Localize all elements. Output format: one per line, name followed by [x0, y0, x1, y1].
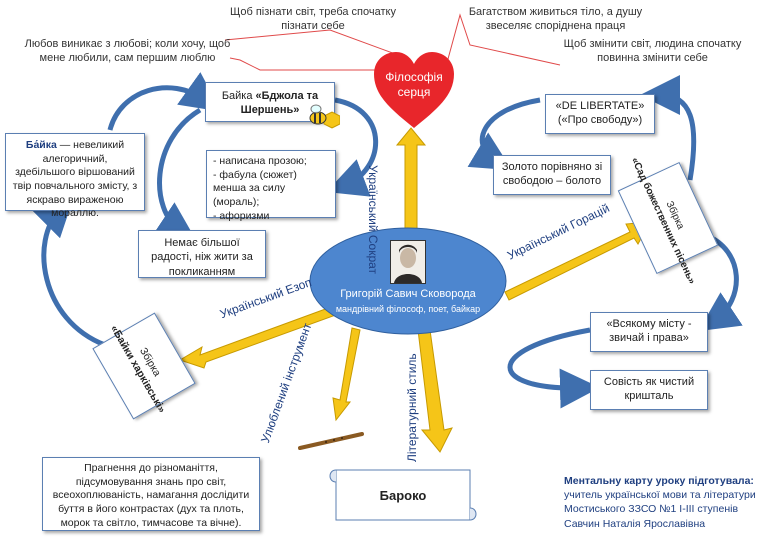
fable-title: «Бджола та Шершень»: [240, 90, 319, 117]
quote-change-world: Щоб змінити світ, людина спочатку повинн…: [563, 38, 742, 64]
conscience-box: Совість як чистий кришталь: [590, 370, 708, 410]
author-credit: Ментальну карту уроку підготувала: учите…: [564, 474, 764, 531]
author-line-1: учитель української мови та літератури: [564, 489, 756, 502]
center-subtitle: мандрівний філософ, поет, байкар: [335, 304, 481, 314]
center-node: Григорій Савич Сковорода мандрівний філо…: [308, 226, 508, 336]
arrow-to-baroque: [417, 329, 453, 453]
libertate-box: «DE LIBERTATE» («Про свободу»): [545, 94, 655, 134]
libertate-subtitle: («Про свободу»): [557, 114, 643, 127]
baroque-description-box: Прагнення до різноманіття, підсумовуванн…: [42, 457, 260, 531]
curve-libertate-to-gold: [467, 97, 541, 171]
label-literary-style: Літературний стиль: [405, 353, 419, 462]
fable-feature-3: - афоризми: [213, 209, 270, 222]
baroque-banner: Бароко: [328, 460, 478, 532]
heart-title: Філософія серця: [385, 70, 443, 99]
heart-shape: Філософія серця: [372, 48, 456, 132]
quote-know-yourself: Щоб пізнати світ, треба спочатку пізнати…: [230, 6, 396, 32]
fable-definition-box: Ба́йка — невеликий алегоричний, здебільш…: [5, 133, 145, 219]
custom-rights-box: «Всякому місту - звичай і права»: [590, 312, 708, 352]
flute-icon: [296, 430, 366, 452]
author-line-2: Мостиського ЗЗСО №1 І-ІІІ ступенів: [564, 503, 739, 516]
fable-feature-1: - написана прозою;: [213, 155, 307, 167]
curve-def-to-fable: [107, 72, 222, 131]
quote-wealth-labor: Багатством живиться тіло, а душу звеселя…: [468, 6, 643, 32]
heart-quote-line-right: [444, 13, 561, 71]
author-heading: Ментальну карту уроку підготувала:: [564, 475, 754, 487]
arrow-to-instrument: [332, 327, 361, 422]
portrait-icon: [391, 241, 425, 283]
fable-title-prefix: Байка: [221, 90, 256, 102]
baroque-title: Бароко: [379, 488, 427, 503]
arrow-to-fables: [178, 299, 356, 369]
curve-fable-to-moral: [152, 107, 202, 242]
arrow-to-garden: [504, 221, 651, 301]
curve-custom-to-conscience: [507, 327, 600, 409]
arrow-to-heart: [395, 127, 427, 241]
heart-quote-line-top: [224, 29, 399, 56]
curve-garden-to-libertate: [640, 75, 697, 181]
curve-collection-to-def: [31, 195, 106, 348]
heart-icon: [374, 52, 454, 128]
label-ukrainian-socrates: Український Сократ: [366, 165, 380, 275]
author-line-3: Савчин Наталія Ярославівна: [564, 517, 706, 530]
fable-def-term: Ба́йка: [25, 139, 57, 151]
fable-moral-box: Немає більшої радості, ніж жити за покли…: [138, 230, 266, 278]
gold-freedom-box: Золото порівняно зі свободою – болото: [493, 155, 611, 195]
fable-features-box: - написана прозою; - фабула (сюжет) менш…: [206, 150, 336, 222]
fable-def-text: — невеликий алегоричний, здебільшого вір…: [12, 139, 138, 220]
fable-feature-2: - фабула (сюжет) менша за силу (мораль);: [213, 168, 297, 208]
libertate-title: «DE LIBERTATE»: [555, 100, 645, 112]
curve-fable-to-features: [326, 97, 379, 197]
center-name: Григорій Савич Сковорода: [340, 288, 476, 300]
bee-icon: [306, 98, 341, 132]
portrait: [390, 240, 426, 284]
quote-love: Любов виникає з любові; коли хочу, щоб м…: [24, 38, 231, 64]
heart-quote-line-left: [229, 57, 378, 71]
